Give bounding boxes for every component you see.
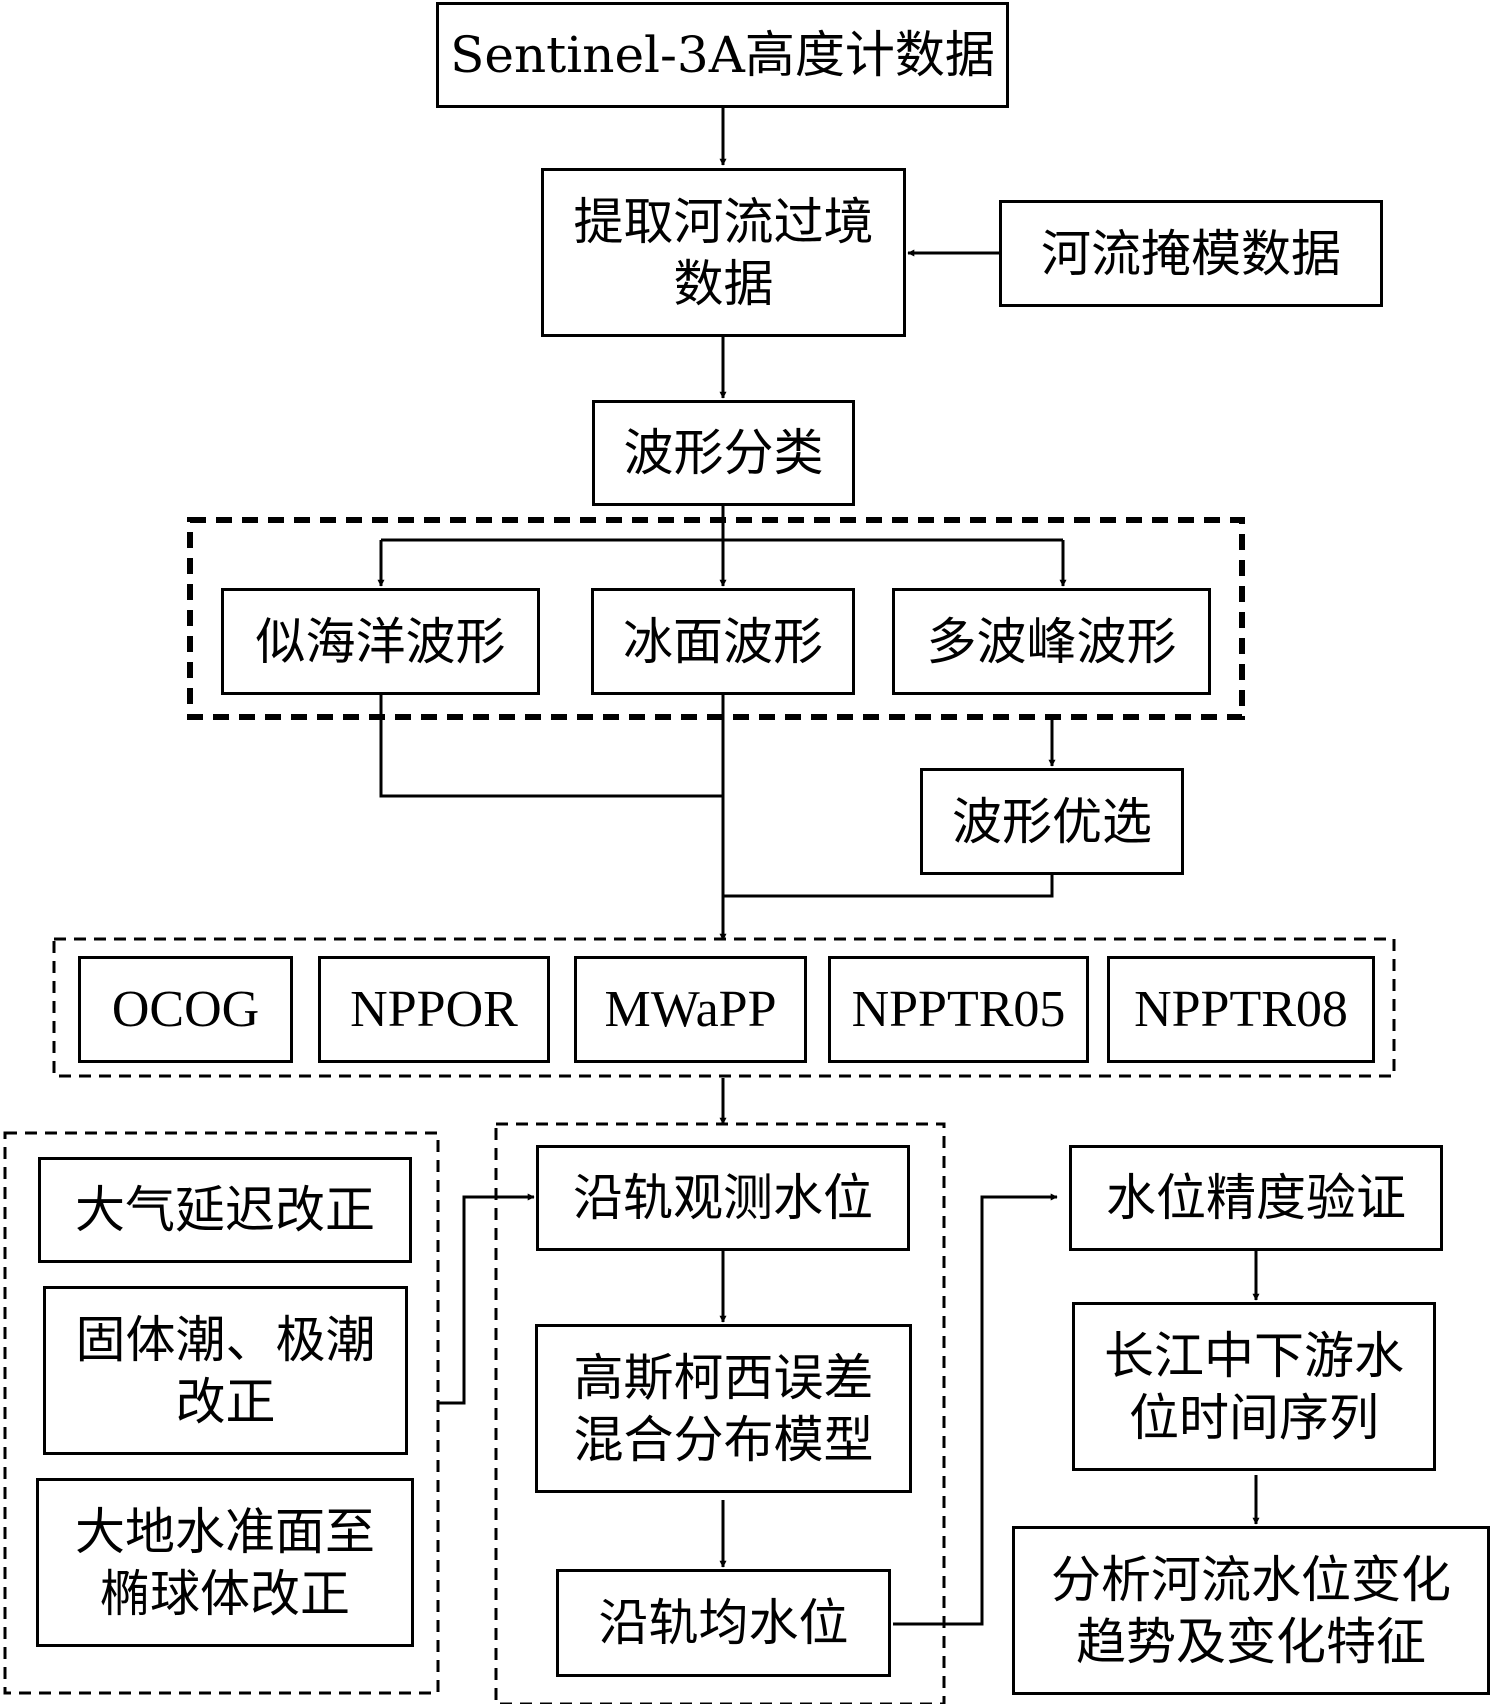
retracker-npptr05-box: NPPTR05 (828, 956, 1089, 1063)
analysis-label-line1: 分析河流水位变化 (1051, 1550, 1451, 1609)
extract-river-box: 提取河流过境 数据 (541, 168, 906, 337)
retracker-nppor-box: NPPOR (318, 956, 550, 1063)
validation-box: 水位精度验证 (1069, 1145, 1443, 1251)
timeseries-label-line1: 长江中下游水 (1104, 1326, 1404, 1385)
line-ocean-to-trunk (379, 695, 723, 798)
along-track-level-label: 沿轨观测水位 (573, 1169, 873, 1227)
waveform-optimize-label: 波形优选 (952, 792, 1152, 851)
waveform-optimize-box: 波形优选 (920, 768, 1184, 875)
gauss-cauchy-box: 高斯柯西误差 混合分布模型 (535, 1324, 912, 1493)
waveform-type-group (187, 517, 1245, 720)
extract-river-label-line1: 提取河流过境 (573, 192, 874, 251)
retracker-mwapp-label: MWaPP (604, 980, 777, 1038)
extract-river-label-line2: 数据 (673, 254, 774, 313)
geoid-correction-label-line1: 大地水准面至 (75, 1502, 375, 1561)
arrow-corrections-to-along-track (438, 1193, 535, 1405)
arrow-mean-to-validation (893, 1193, 1058, 1626)
geoid-correction-label-line2: 椭球体改正 (100, 1564, 350, 1623)
retracker-npptr05-label: NPPTR05 (851, 980, 1066, 1038)
analysis-box: 分析河流水位变化 趋势及变化特征 (1012, 1526, 1490, 1695)
river-mask-box: 河流掩模数据 (999, 200, 1383, 307)
retracker-ocog-box: OCOG (78, 956, 293, 1063)
retracker-npptr08-box: NPPTR08 (1107, 956, 1375, 1063)
tide-correction-label-line1: 固体潮、极潮 (75, 1310, 376, 1369)
timeseries-box: 长江中下游水 位时间序列 (1072, 1302, 1436, 1471)
waveform-classify-label: 波形分类 (623, 424, 824, 482)
correction-group (3, 1131, 440, 1695)
sentinel-data-box: Sentinel-3A高度计数据 (436, 2, 1009, 108)
multipeak-waveform-box: 多波峰波形 (892, 588, 1211, 695)
multipeak-waveform-label: 多波峰波形 (926, 612, 1177, 671)
line-optimize-to-trunk (723, 875, 1054, 898)
gauss-cauchy-label-line1: 高斯柯西误差 (573, 1348, 874, 1407)
ice-waveform-label: 冰面波形 (623, 612, 823, 671)
tide-correction-box: 固体潮、极潮 改正 (43, 1286, 408, 1455)
analysis-label-line2: 趋势及变化特征 (1076, 1612, 1426, 1671)
ocean-waveform-label: 似海洋波形 (255, 612, 506, 671)
retracker-npptr08-label: NPPTR08 (1134, 980, 1348, 1038)
tide-correction-label-line2: 改正 (175, 1372, 276, 1431)
mean-level-label: 沿轨均水位 (598, 1594, 849, 1652)
waveform-classify-box: 波形分类 (592, 400, 855, 506)
ocean-waveform-box: 似海洋波形 (221, 588, 540, 695)
atmo-correction-label: 大气延迟改正 (75, 1181, 375, 1239)
retracker-nppor-label: NPPOR (350, 980, 518, 1038)
gauss-cauchy-label-line2: 混合分布模型 (573, 1410, 874, 1469)
timeseries-label-line2: 位时间序列 (1129, 1388, 1379, 1447)
sentinel-data-label: Sentinel-3A高度计数据 (450, 26, 995, 84)
geoid-correction-box: 大地水准面至 椭球体改正 (36, 1478, 414, 1647)
retracker-mwapp-box: MWaPP (574, 956, 807, 1063)
mean-level-box: 沿轨均水位 (556, 1569, 891, 1677)
river-mask-label: 河流掩模数据 (1041, 224, 1341, 283)
along-track-level-box: 沿轨观测水位 (536, 1145, 910, 1251)
atmo-correction-box: 大气延迟改正 (38, 1157, 412, 1263)
retracker-ocog-label: OCOG (111, 980, 260, 1038)
validation-label: 水位精度验证 (1106, 1169, 1406, 1227)
ice-waveform-box: 冰面波形 (591, 588, 855, 695)
